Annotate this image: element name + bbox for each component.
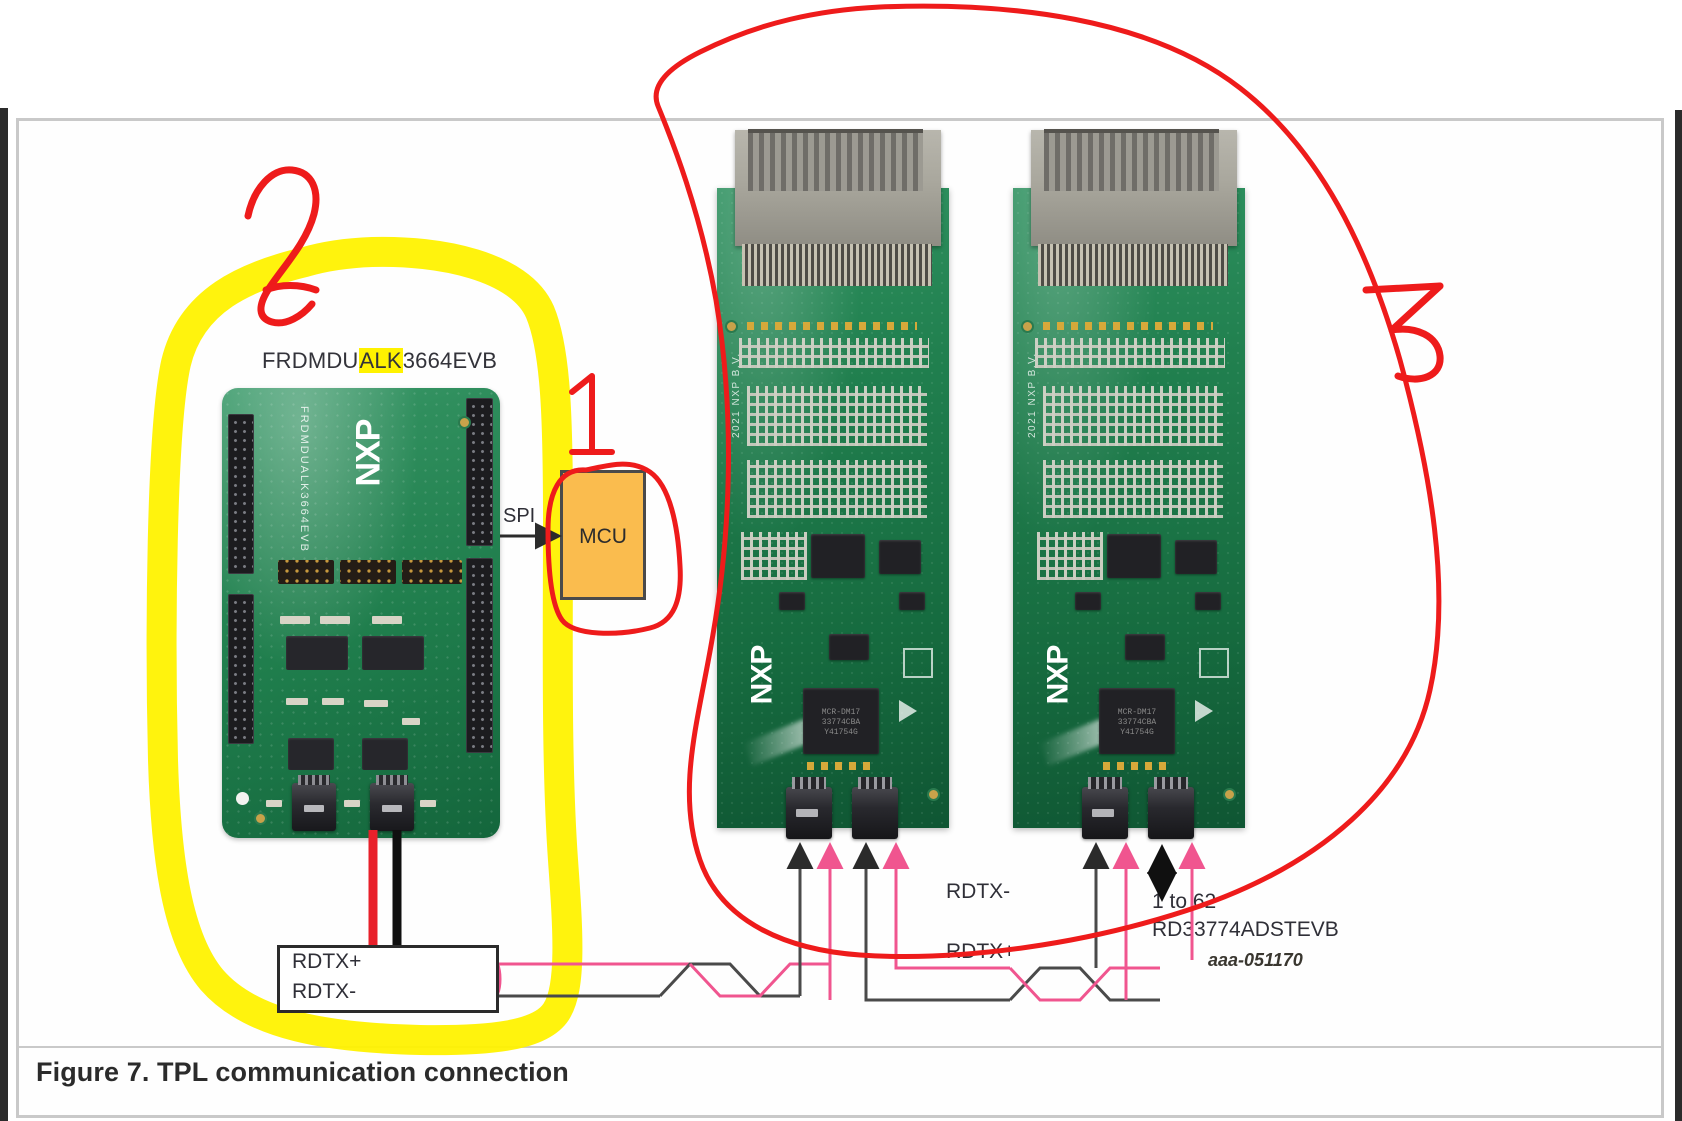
artwork-code: aaa-051170 [1208,950,1303,970]
header-connector-left-top [228,414,254,574]
pin-strip-3 [402,560,462,584]
edge-connector-pins-1 [742,244,932,286]
document-right-edge [1675,110,1682,1121]
gold-pad-row [1103,762,1173,770]
mounting-hole [927,788,940,801]
esd-marker-icon [903,648,933,678]
smd-part [364,700,388,707]
mounting-hole [1021,320,1034,333]
smd-part [322,698,344,705]
frdm-label-highlighted: ALK [358,348,403,373]
smd-part [266,800,282,807]
tpl-connector-b1-j2 [852,777,898,839]
rd-silkscreen-left: 2021 NXP B.V. [1027,352,1038,438]
mounting-hole [254,812,267,825]
chip-marking: MCR-DM17 33774CBA Y41754G [1117,708,1157,737]
pad-field [1043,386,1223,446]
gold-pad-row [807,762,877,770]
rd-silkscreen-left: 2021 NXP B.V. [731,352,742,438]
gold-pad-row [747,322,917,330]
document-left-edge [0,108,8,1121]
smd-ic [779,592,805,610]
smd-part [320,616,350,624]
mounting-hole [725,320,738,333]
pad-field [741,532,807,580]
frdm-label-prefix: FRDMDU [262,348,359,373]
edge-connector-top-1 [748,129,923,191]
smd-ic [1195,592,1221,610]
smd-ic [829,634,869,660]
mcu-block: MCU [560,470,646,600]
ic-chip-4 [362,738,408,770]
pad-field [747,386,927,446]
smd-part [280,616,310,624]
nxp-logo: NXP [1041,645,1075,705]
tpl-connector-b2-j1 [1082,777,1128,839]
frdm-board-label: FRDMDUALK3664EVB [262,348,497,374]
header-connector-right-bottom [466,558,493,753]
frdm-label-suffix: 3664EVB [402,348,498,373]
tpl-connector-j2 [370,775,414,831]
smd-ic [899,592,925,610]
smd-part [344,800,360,807]
smd-part [286,698,308,705]
pad-field [1037,532,1103,580]
label-rdtx-plus-left: RDTX+ [292,950,362,973]
ic-chip-1 [286,636,348,670]
mounting-hole [1223,788,1236,801]
label-rd33774-part: RD33774ADSTEVB [1152,918,1339,941]
smd-ic [1075,592,1101,610]
mc33774-ic: MCR-DM17 33774CBA Y41754G [1099,688,1175,754]
tpl-connector-b2-j2 [1148,777,1194,839]
mcu-label: MCU [579,525,627,548]
header-connector-left-bottom [228,594,254,744]
ic-array [879,540,921,574]
gold-pad-row [1043,322,1213,330]
esd-marker-icon [1199,648,1229,678]
mc33774-ic: MCR-DM17 33774CBA Y41754G [803,688,879,754]
smd-part [402,718,420,725]
label-node-count: 1 to 62 [1152,890,1217,913]
figure-caption: Figure 7. TPL communication connection [36,1057,569,1087]
smd-part [372,616,402,624]
edge-connector-pins-2 [1038,244,1228,286]
tpl-connector-b1-j1 [786,777,832,839]
chip-marking: MCR-DM17 33774CBA Y41754G [821,708,861,737]
tpl-connector-j1 [292,775,336,831]
orientation-triangle-icon [899,700,917,722]
pad-field [747,460,927,518]
label-rdtx-plus-right: RDTX+ [946,940,1016,963]
nxp-logo: NXP [349,419,388,487]
frdm-dualk3664evb-board: FRDMDUALK3664EVB NXP [222,388,500,838]
transformer-chip [1107,534,1161,578]
label-rdtx-minus-left: RDTX- [292,980,357,1003]
ic-array [1175,540,1217,574]
pad-field [739,338,929,368]
pad-field [1043,460,1223,518]
pad-field [1035,338,1225,368]
spi-bus-label: SPI [503,505,536,527]
label-rdtx-minus-right: RDTX- [946,880,1011,903]
frdm-silkscreen-text: FRDMDUALK3664EVB [298,406,310,553]
transformer-chip [811,534,865,578]
ic-chip-2 [362,636,424,670]
smd-part [420,800,436,807]
pin-strip-2 [340,560,396,584]
pin-strip-1 [278,560,334,584]
caption-divider [19,1046,1661,1048]
nxp-logo: NXP [745,645,779,705]
mounting-hole [458,416,471,429]
ic-chip-3 [288,738,334,770]
orientation-triangle-icon [1195,700,1213,722]
edge-connector-top-2 [1044,129,1219,191]
mounting-marker [236,792,249,805]
smd-ic [1125,634,1165,660]
